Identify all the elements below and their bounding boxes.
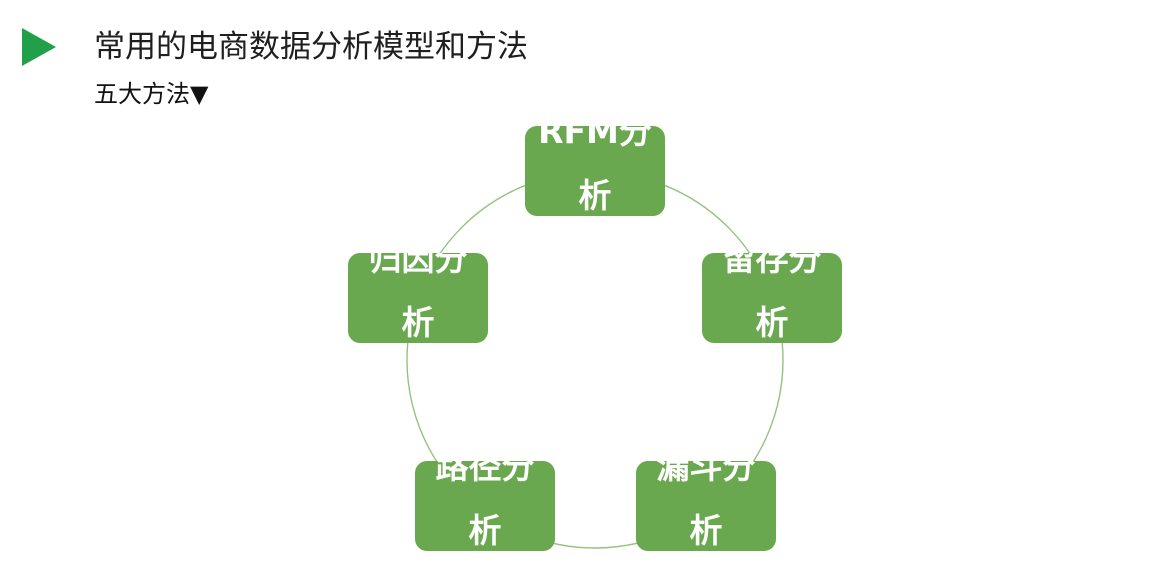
node-funnel-analysis: 漏斗分析	[636, 461, 776, 551]
node-retention-label: 留存分析	[722, 253, 822, 342]
node-attribution-analysis: 归因分析	[348, 253, 488, 343]
node-rfm-analysis: RFM分析	[525, 126, 665, 216]
page-subtitle: 五大方法▼	[94, 80, 209, 108]
node-path-label: 路径分析	[435, 461, 535, 550]
node-attribution-label: 归因分析	[368, 253, 468, 342]
node-path-analysis: 路径分析	[415, 461, 555, 551]
page-title: 常用的电商数据分析模型和方法	[94, 29, 528, 65]
node-rfm-label: RFM分析	[538, 126, 652, 215]
node-retention-analysis: 留存分析	[702, 253, 842, 343]
play-triangle-icon	[22, 28, 56, 66]
node-funnel-label: 漏斗分析	[656, 461, 756, 550]
